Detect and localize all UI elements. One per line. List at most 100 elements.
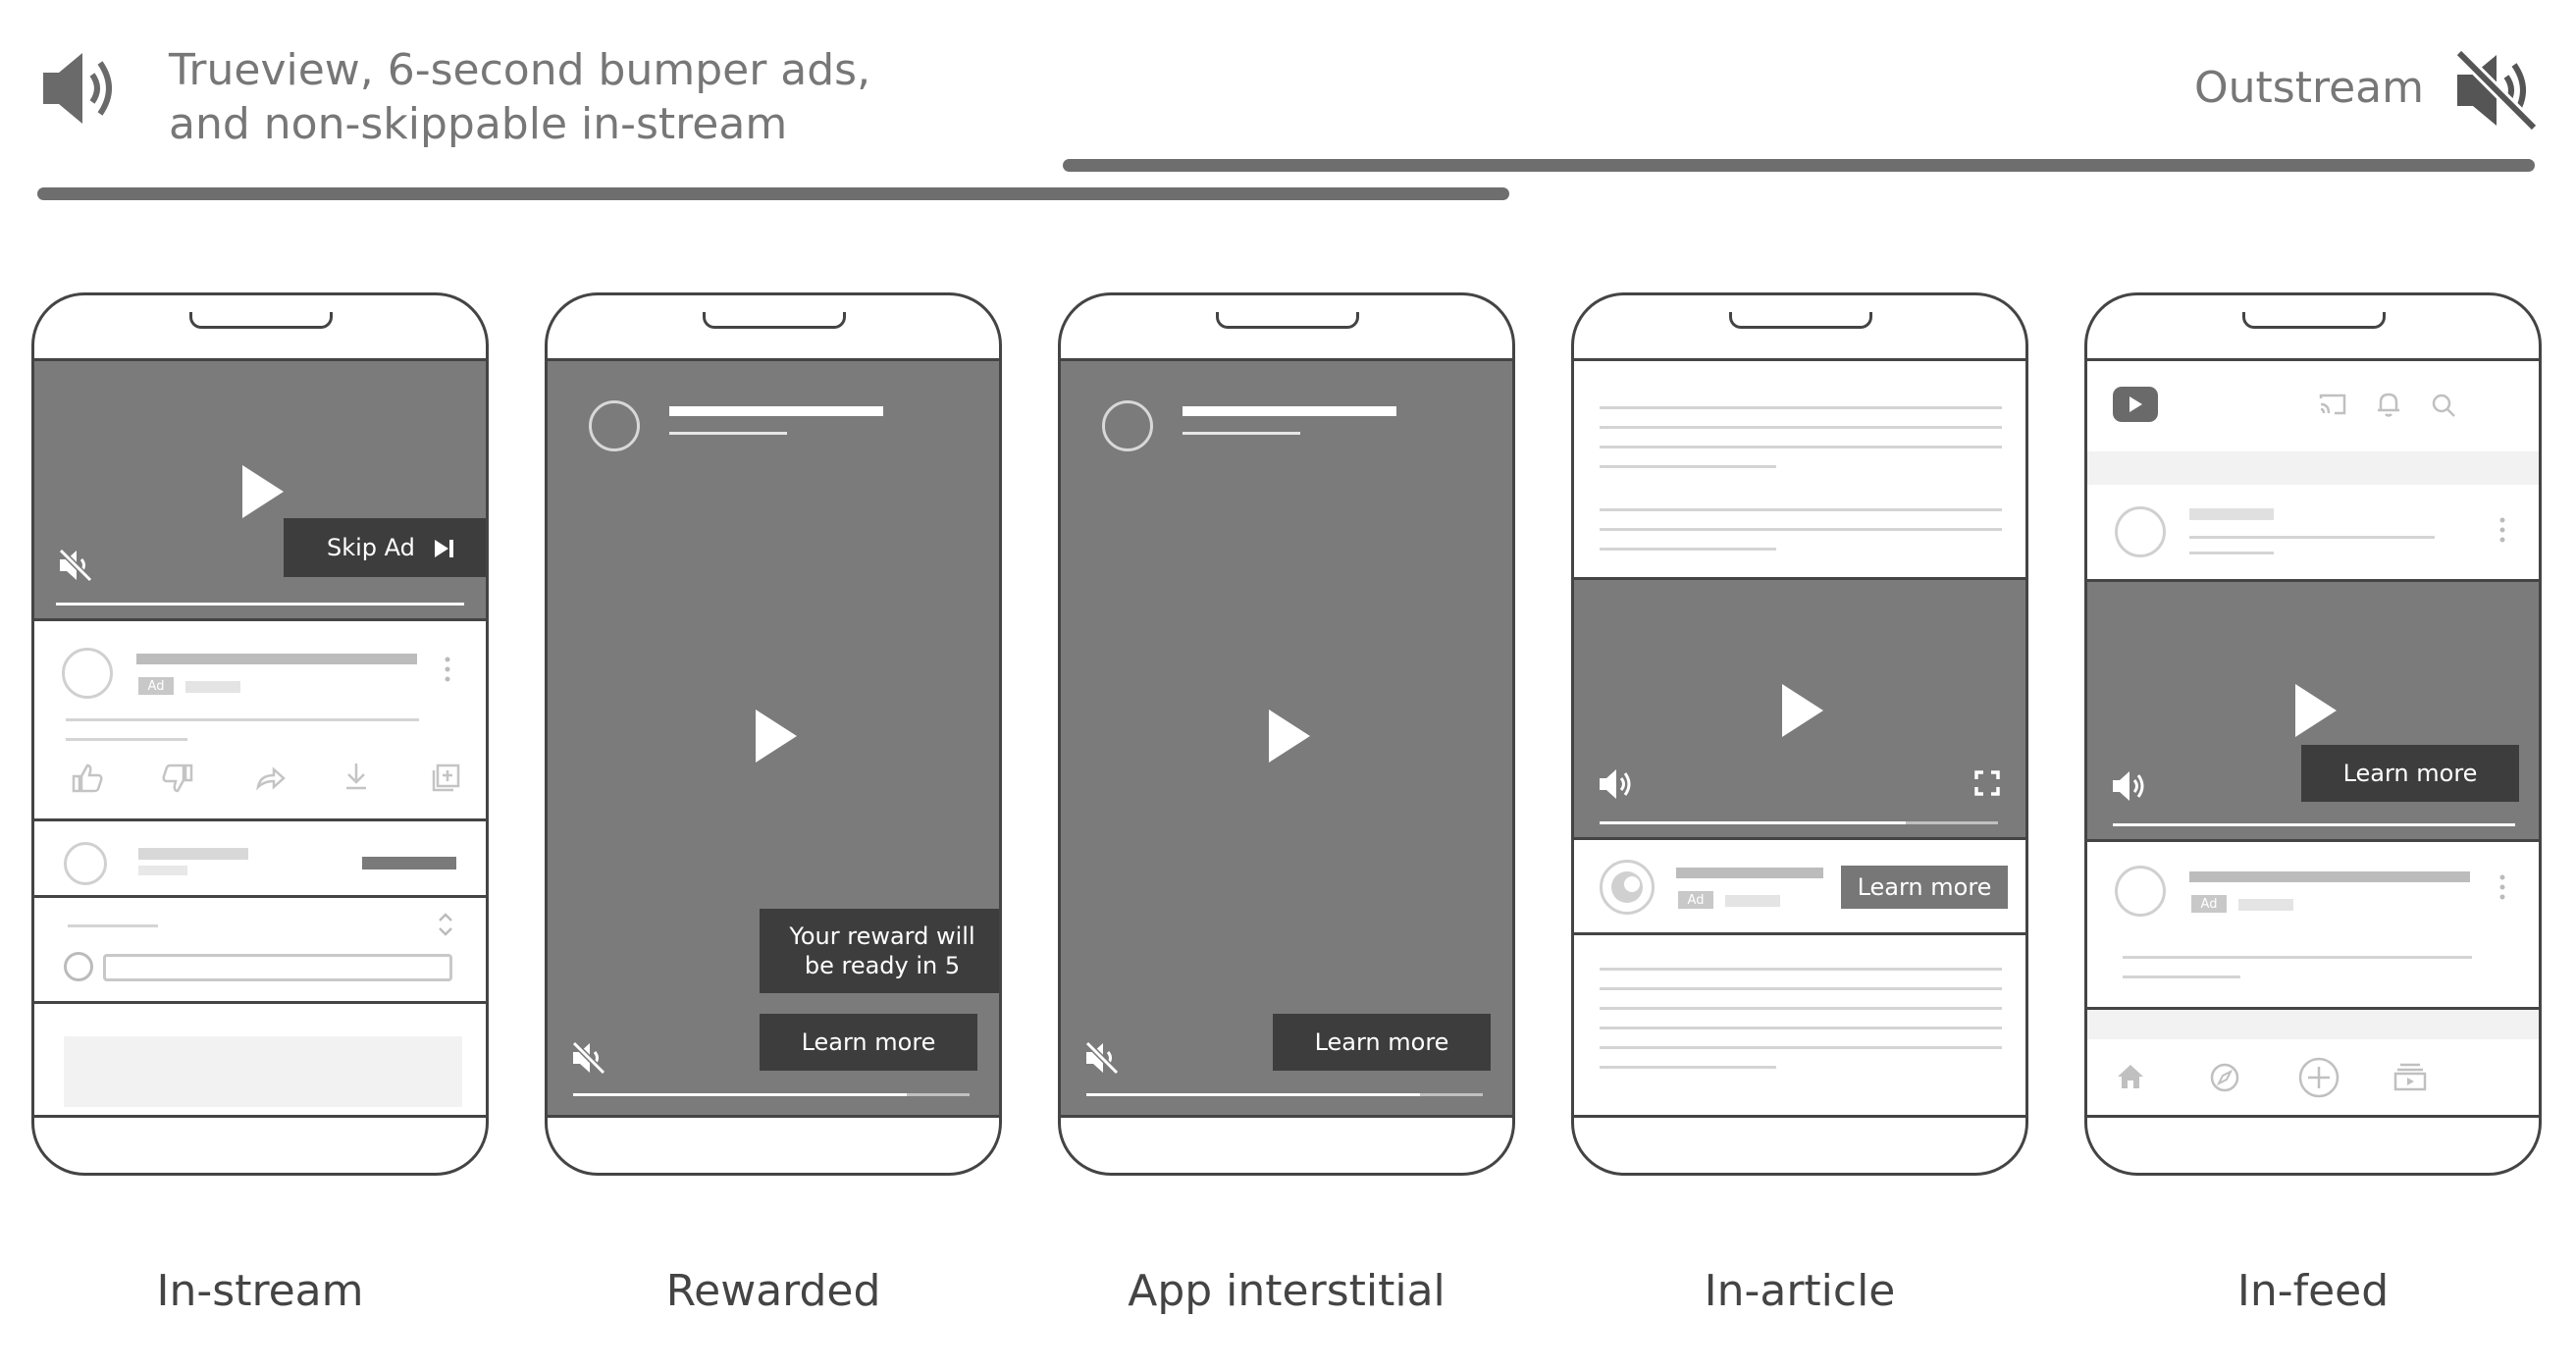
video-player[interactable]: Skip Ad [34,361,486,618]
article-text-line [1600,1027,2002,1029]
progress-remaining [907,1093,970,1096]
home-icon[interactable] [2115,1062,2146,1091]
play-icon[interactable] [1269,710,1310,763]
skip-ad-button[interactable]: Skip Ad [284,518,486,577]
create-icon[interactable] [2297,1056,2340,1099]
phone-in-article: Ad Learn more [1571,292,2028,1176]
description-line [2123,956,2472,959]
video-player[interactable]: Learn more [1061,361,1512,1115]
phone-speaker [2242,312,2386,329]
placeholder-text [138,866,187,875]
advertiser-logo[interactable] [1600,860,1655,915]
learn-more-button[interactable]: Learn more [1841,866,2008,909]
article-text-line [1600,987,2002,990]
progress-bar[interactable] [2113,823,2515,826]
placeholder-text [1725,895,1780,907]
phone-screen: Skip Ad Ad [34,358,486,1118]
skip-ad-label: Skip Ad [327,534,415,561]
search-icon[interactable] [2431,393,2456,418]
muted-icon[interactable] [1084,1040,1120,1076]
speaker-on-icon [39,47,122,130]
label-in-feed: In-feed [2236,1266,2390,1316]
learn-more-button[interactable]: Learn more [2301,745,2519,802]
article-text-line [1600,465,1776,468]
advertiser-name-placeholder [1183,406,1396,416]
volume-icon[interactable] [1598,766,1633,802]
learn-more-button[interactable]: Learn more [1273,1014,1491,1071]
instream-range-bar [37,187,1509,200]
outstream-range-bar [1063,159,2535,172]
play-icon[interactable] [756,710,797,763]
volume-icon[interactable] [2111,768,2146,804]
channel-avatar[interactable] [2115,506,2166,557]
more-options-icon[interactable] [2499,516,2505,546]
play-icon[interactable] [1782,684,1823,737]
play-icon[interactable] [2295,684,2337,737]
video-title-placeholder [136,654,417,664]
subscribe-placeholder[interactable] [362,857,456,869]
progress-bar[interactable] [1086,1093,1420,1096]
article-text-line [1600,1066,1776,1069]
description-line [66,718,419,721]
progress-bar[interactable] [56,603,464,606]
learn-more-button[interactable]: Learn more [760,1014,977,1071]
advertiser-avatar [589,400,640,451]
advertiser-subtitle-placeholder [1183,432,1300,435]
placeholder-text [138,848,248,860]
content-placeholder [64,1036,462,1107]
description-line [66,738,187,741]
header-right-text: Outstream [2194,63,2424,113]
phone-in-stream: Skip Ad Ad [31,292,489,1176]
video-player[interactable]: Your reward will be ready in 5 Learn mor… [548,361,999,1115]
youtube-logo-icon[interactable] [2113,387,2158,422]
progress-bar[interactable] [1600,821,1906,824]
download-icon[interactable] [342,762,370,791]
like-icon[interactable] [70,764,103,793]
channel-avatar[interactable] [62,648,113,699]
progress-remaining [1906,821,1998,824]
article-text-line [1600,406,2002,409]
ad-badge: Ad [138,677,174,695]
channel-avatar[interactable] [64,842,107,885]
video-title-placeholder [2189,871,2470,882]
fullscreen-icon[interactable] [1974,770,2000,796]
reward-line1: Your reward will [789,922,975,950]
speaker-off-icon [2453,47,2540,133]
save-to-playlist-icon[interactable] [431,764,460,793]
play-icon[interactable] [242,465,284,518]
ad-badge: Ad [1678,891,1713,909]
more-options-icon[interactable] [445,656,450,685]
muted-icon[interactable] [58,548,93,583]
placeholder-text [2189,508,2274,520]
skip-next-icon [433,538,456,559]
header-left-line1: Trueview, 6-second bumper ads, [169,45,871,95]
phone-screen: Learn more [1061,358,1512,1118]
chip-bar [2087,451,2539,485]
video-player[interactable] [1574,580,2025,837]
video-player[interactable]: Learn more [2087,582,2539,839]
dislike-icon[interactable] [162,764,195,793]
comment-input[interactable] [103,954,452,981]
advertiser-name-placeholder [669,406,883,416]
article-text-line [1600,528,2002,531]
label-app-interstitial: App interstitial [1128,1266,1446,1316]
phone-speaker [1729,312,1872,329]
phone-screen: Your reward will be ready in 5 Learn mor… [548,358,999,1118]
article-text-line [1600,426,2002,429]
phone-speaker [189,312,333,329]
phone-speaker [703,312,846,329]
cast-icon[interactable] [2319,393,2346,416]
phone-screen: Learn more Ad [2087,358,2539,1118]
channel-avatar[interactable] [2115,866,2166,917]
advertiser-name-placeholder [1676,868,1823,878]
muted-icon[interactable] [571,1040,606,1076]
explore-icon[interactable] [2209,1062,2240,1093]
subscriptions-icon[interactable] [2393,1062,2427,1091]
progress-bar[interactable] [573,1093,907,1096]
user-avatar [64,952,93,981]
more-options-icon[interactable] [2499,873,2505,903]
bottom-nav-divider [2087,1010,2539,1039]
expand-comments-icon[interactable] [437,911,454,938]
share-icon[interactable] [254,765,286,791]
notifications-icon[interactable] [2376,391,2401,418]
